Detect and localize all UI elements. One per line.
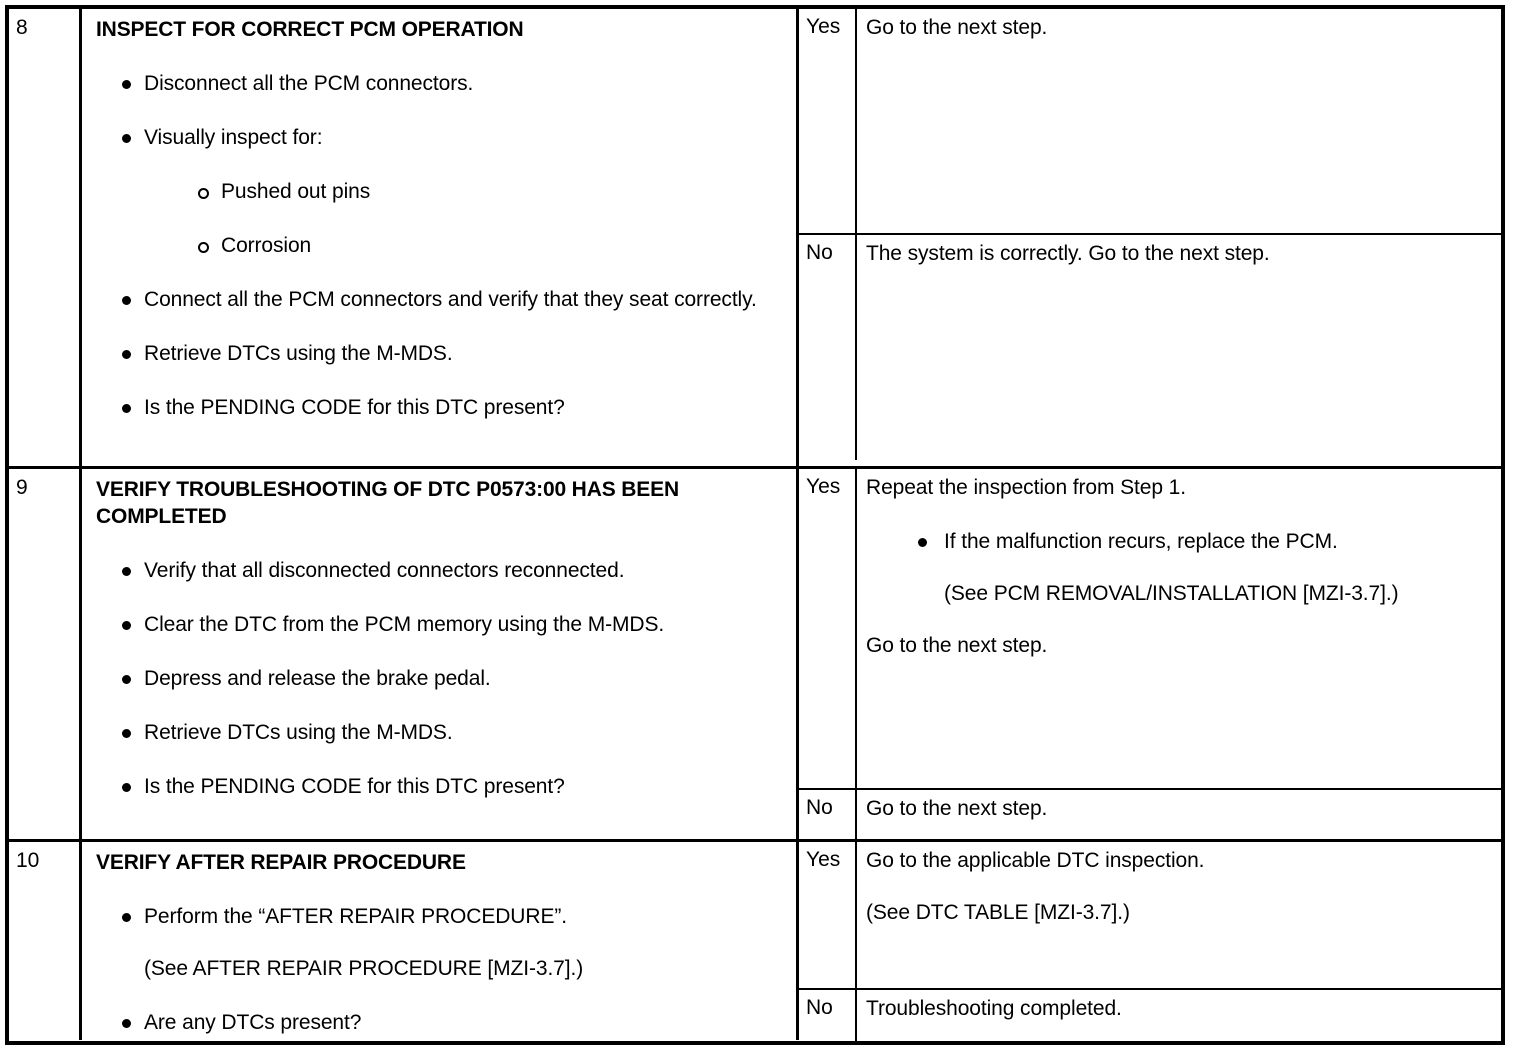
result-body-yes-8: Go to the next step. <box>857 9 1501 233</box>
list-item: Visually inspect for: <box>96 125 786 151</box>
result-body-no-9: Go to the next step. <box>857 790 1501 840</box>
result-text: (See DTC TABLE [MZI-3.7].) <box>866 901 1130 924</box>
step-number-9: 9 <box>16 476 28 499</box>
result-body-yes-10: Go to the applicable DTC inspection. (Se… <box>857 842 1501 988</box>
result-text: The system is correctly. Go to the next … <box>866 242 1270 265</box>
step-number-cell-10: 10 <box>9 842 82 1040</box>
list-item: Connect all the PCM connectors and verif… <box>96 287 786 313</box>
list-item: Depress and release the brake pedal. <box>96 666 786 692</box>
result-text: Go to the next step. <box>866 16 1048 39</box>
result-label-no: No <box>799 990 857 1041</box>
result-body-yes-9: Repeat the inspection from Step 1. If th… <box>857 469 1501 788</box>
action-list-10: Perform the “AFTER REPAIR PROCEDURE”. (S… <box>96 904 786 1036</box>
step-title-10: VERIFY AFTER REPAIR PROCEDURE <box>96 851 466 874</box>
result-no-10: No Troubleshooting completed. <box>799 988 1501 1041</box>
result-label-yes: Yes <box>799 9 857 233</box>
result-text: Repeat the inspection from Step 1. <box>866 476 1186 499</box>
step-number-10: 10 <box>16 849 40 872</box>
result-label-no: No <box>799 235 857 460</box>
troubleshooting-table: 8 INSPECT FOR CORRECT PCM OPERATION Disc… <box>5 5 1505 1045</box>
result-bullet: If the malfunction recurs, replace the P… <box>866 529 1491 555</box>
action-cell-9: VERIFY TROUBLESHOOTING OF DTC P0573:00 H… <box>82 469 799 839</box>
result-yes-10: Yes Go to the applicable DTC inspection.… <box>799 842 1501 988</box>
step-number-cell-8: 8 <box>9 9 82 466</box>
results-cell-8: Yes Go to the next step. No The system i… <box>799 9 1501 466</box>
step-title-9: VERIFY TROUBLESHOOTING OF DTC P0573:00 H… <box>96 478 680 528</box>
results-cell-10: Yes Go to the applicable DTC inspection.… <box>799 842 1501 1041</box>
result-body-no-10: Troubleshooting completed. <box>857 990 1501 1041</box>
table-row-step-10: 10 VERIFY AFTER REPAIR PROCEDURE Perform… <box>9 839 1501 1041</box>
result-yes-8: Yes Go to the next step. <box>799 9 1501 233</box>
result-label-no: No <box>799 790 857 840</box>
action-list-8: Disconnect all the PCM connectors. Visua… <box>96 71 786 421</box>
result-no-8: No The system is correctly. Go to the ne… <box>799 233 1501 460</box>
result-no-9: No Go to the next step. <box>799 788 1501 840</box>
result-text: Go to the next step. <box>866 797 1048 820</box>
list-item: Perform the “AFTER REPAIR PROCEDURE”. <box>96 904 786 930</box>
results-cell-9: Yes Repeat the inspection from Step 1. I… <box>799 469 1501 840</box>
list-item: Clear the DTC from the PCM memory using … <box>96 612 786 638</box>
step-number-8: 8 <box>16 16 28 39</box>
list-item: Verify that all disconnected connectors … <box>96 558 786 584</box>
action-list-9: Verify that all disconnected connectors … <box>96 558 786 800</box>
table-row-step-8: 8 INSPECT FOR CORRECT PCM OPERATION Disc… <box>9 9 1501 466</box>
list-item: Retrieve DTCs using the M-MDS. <box>96 341 786 367</box>
list-item: Pushed out pins <box>96 179 786 205</box>
result-label-yes: Yes <box>799 842 857 988</box>
list-item-note: (See AFTER REPAIR PROCEDURE [MZI-3.7].) <box>144 957 584 980</box>
result-label-yes: Yes <box>799 469 857 788</box>
result-text: Go to the next step. <box>866 634 1048 657</box>
list-item: Corrosion <box>96 233 786 259</box>
result-yes-9: Yes Repeat the inspection from Step 1. I… <box>799 469 1501 788</box>
step-number-cell-9: 9 <box>9 469 82 839</box>
action-cell-10: VERIFY AFTER REPAIR PROCEDURE Perform th… <box>82 842 799 1040</box>
result-note: (See PCM REMOVAL/INSTALLATION [MZI-3.7].… <box>944 582 1399 605</box>
list-item: Retrieve DTCs using the M-MDS. <box>96 720 786 746</box>
table-row-step-9: 9 VERIFY TROUBLESHOOTING OF DTC P0573:00… <box>9 466 1501 840</box>
list-item: Disconnect all the PCM connectors. <box>96 71 786 97</box>
action-cell-8: INSPECT FOR CORRECT PCM OPERATION Discon… <box>82 9 799 466</box>
result-text: Go to the applicable DTC inspection. <box>866 849 1205 872</box>
list-item: Are any DTCs present? <box>96 1010 786 1036</box>
list-item: Is the PENDING CODE for this DTC present… <box>96 395 786 421</box>
result-body-no-8: The system is correctly. Go to the next … <box>857 235 1501 460</box>
list-item: Is the PENDING CODE for this DTC present… <box>96 774 786 800</box>
step-title-8: INSPECT FOR CORRECT PCM OPERATION <box>96 18 524 41</box>
result-text: Troubleshooting completed. <box>866 997 1122 1020</box>
